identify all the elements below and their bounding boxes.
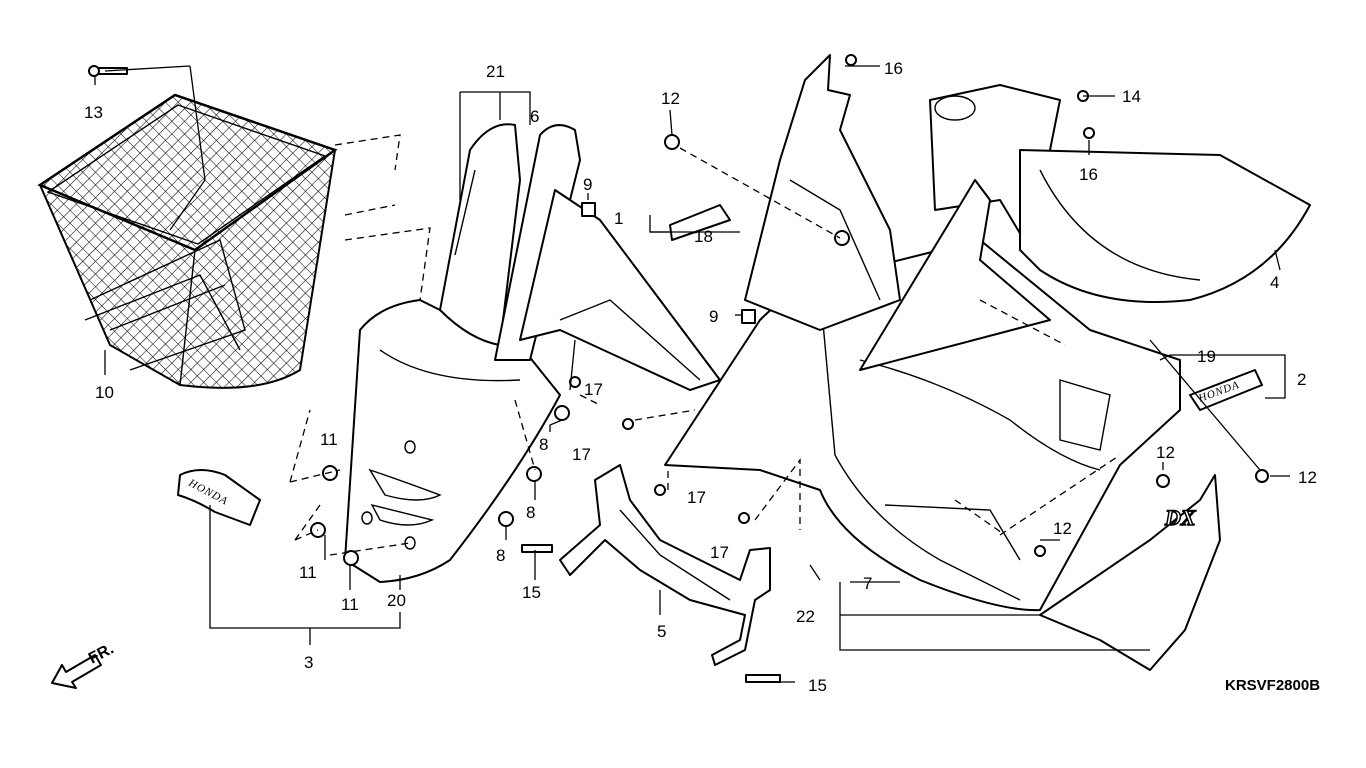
callout-18: 18 [694,227,713,246]
emblem-left: HONDA [177,469,261,526]
callout-7: 7 [863,574,872,593]
callout-6: 6 [530,107,539,126]
callout-11-c: 11 [341,595,359,614]
callout-12-middle: 12 [1156,443,1175,462]
callout-4: 4 [1270,273,1279,292]
emblem-right: HONDA [1189,369,1263,411]
callout-9-lower: 9 [709,307,718,326]
steering-stem-cover [439,123,721,391]
callout-10: 10 [95,383,114,402]
callout-16-right: 16 [1079,165,1098,184]
callout-11-b: 11 [299,563,317,582]
callout-21: 21 [486,62,505,81]
inner-cover [664,239,1181,612]
callout-8-b: 8 [526,503,535,522]
callout-12-top: 12 [661,89,680,108]
callout-16-top: 16 [884,59,903,78]
callout-3: 3 [304,653,313,672]
callout-17-c: 17 [687,488,706,507]
callout-14: 14 [1122,87,1141,106]
callout-5: 5 [657,622,666,641]
callout-8-c: 8 [496,546,505,565]
inner-upper-panel [744,54,901,331]
callout-9-upper: 9 [583,175,592,194]
callout-12-lower: 12 [1053,519,1072,538]
callout-8-a: 8 [539,435,548,454]
callout-2: 2 [1297,370,1306,389]
fasteners [88,54,1269,683]
callout-13: 13 [84,103,103,122]
rear-inner-cover [859,84,1311,371]
front-bracket [559,464,771,666]
front-cover [344,299,561,583]
callout-17-a: 17 [584,380,603,399]
callout-17-b: 17 [572,445,591,464]
basket [37,93,338,389]
callout-11-a: 11 [320,430,338,449]
diagram-code: KRSVF2800B [1225,677,1320,694]
strip-panel [669,204,731,241]
callout-12-right: 12 [1298,468,1317,487]
callout-20: 20 [387,591,406,610]
leader-lines [94,65,1290,683]
callout-19: 19 [1197,347,1216,366]
callout-22: 22 [796,607,815,626]
callout-15-b: 15 [808,676,827,695]
callout-1: 1 [614,209,623,228]
front-direction-indicator: FR. [51,640,117,689]
callout-17-d: 17 [710,543,729,562]
model-badge: DX [1164,505,1197,530]
callout-15-a: 15 [522,583,541,602]
